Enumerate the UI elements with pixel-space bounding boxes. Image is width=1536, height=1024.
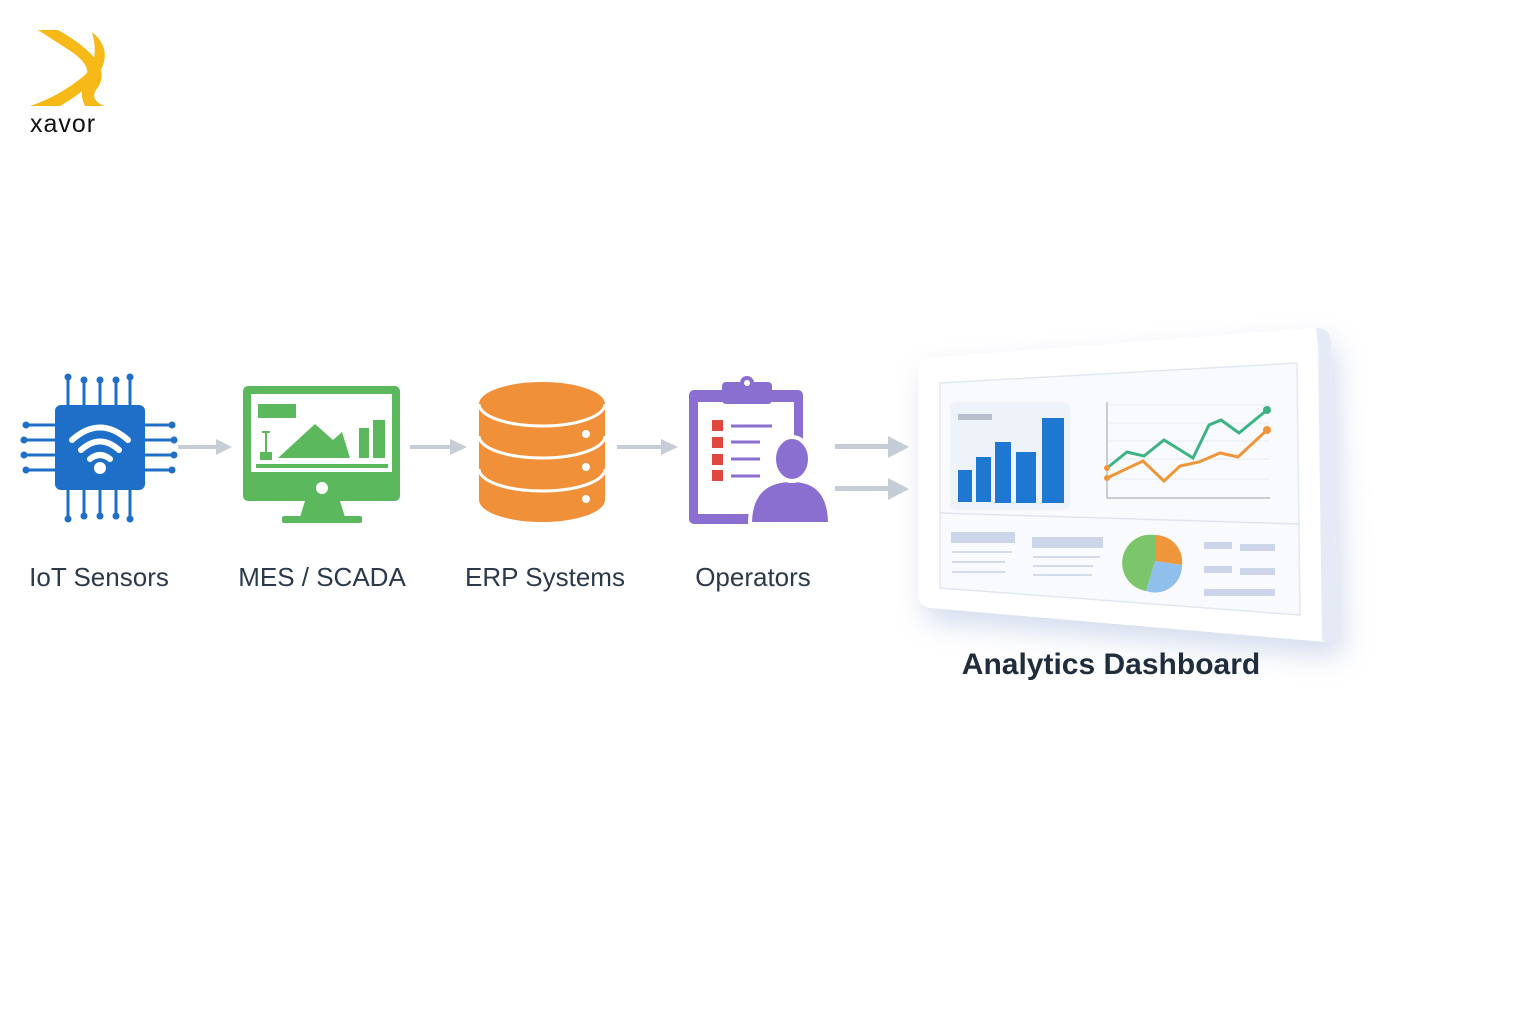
node-label-analytics-dashboard: Analytics Dashboard xyxy=(961,648,1261,681)
arrow-icon xyxy=(617,439,678,455)
arrow-icon xyxy=(178,439,232,455)
clipboard-person-icon xyxy=(689,376,833,526)
xavor-logo-icon xyxy=(30,30,105,106)
pie-marks xyxy=(1122,534,1183,593)
dashboard-icon xyxy=(918,328,1338,643)
arrow-icon xyxy=(835,436,909,458)
flow-arrows xyxy=(178,436,909,500)
node-label-mes-scada: MES / SCADA xyxy=(238,562,406,592)
logo-text: xavor xyxy=(30,110,97,138)
arrow-icon xyxy=(835,478,909,500)
node-label-iot-sensors: IoT Sensors xyxy=(29,562,169,592)
arrow-icon xyxy=(410,439,467,455)
chip-wifi-icon xyxy=(20,373,178,523)
node-label-operators: Operators xyxy=(695,562,811,592)
monitor-chart-icon xyxy=(243,386,400,523)
database-icon xyxy=(477,382,607,522)
bar-marks xyxy=(958,418,1064,503)
node-label-erp-systems: ERP Systems xyxy=(465,562,625,592)
